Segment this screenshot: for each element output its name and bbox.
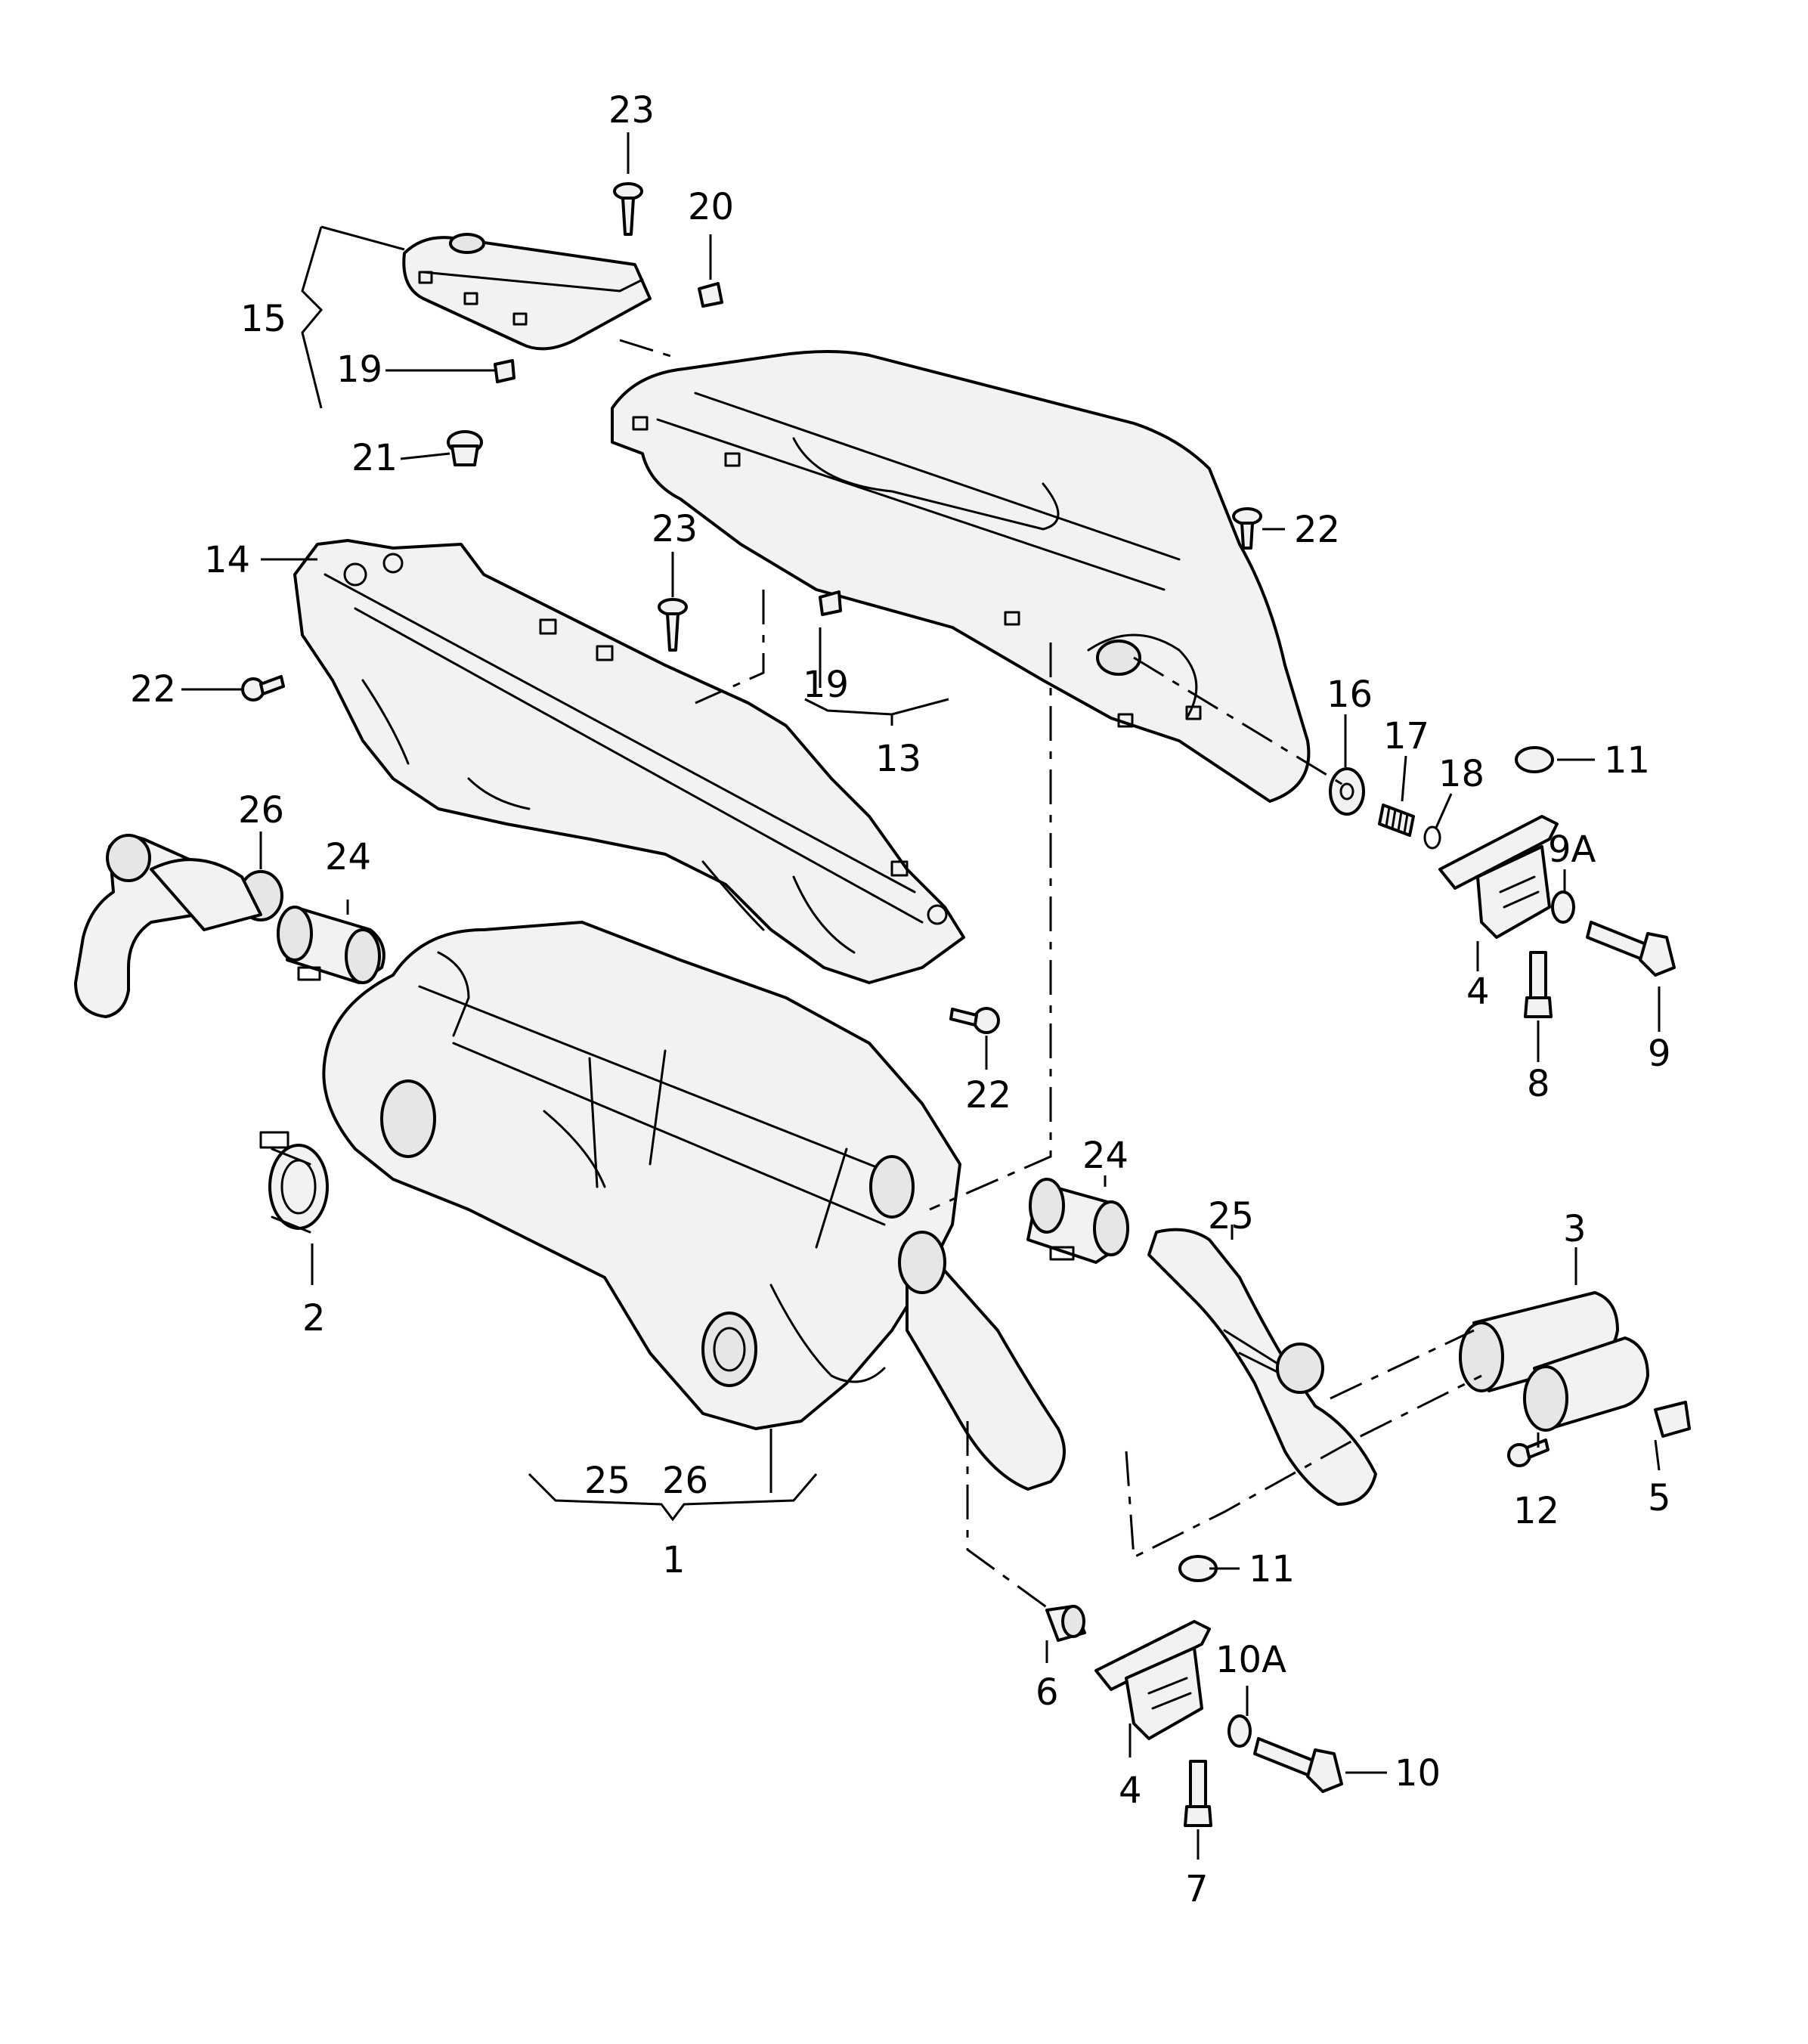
assembly-lines <box>619 339 1482 1612</box>
callout-22-right-lower: 22 <box>965 1074 1011 1116</box>
callout-11-lower: 11 <box>1249 1548 1295 1590</box>
heat-shield-middle-part <box>293 539 965 984</box>
callout-20: 20 <box>688 186 734 228</box>
callout-25-lower: 25 <box>584 1460 630 1502</box>
clip-part <box>1654 1401 1691 1438</box>
spring-part <box>1378 804 1415 837</box>
callout-23-lower: 23 <box>652 508 698 550</box>
mounting-bracket-upper-part <box>1438 746 1559 939</box>
callout-24-upper: 24 <box>325 836 371 878</box>
callout-4-upper: 4 <box>1466 971 1490 1013</box>
callout-22-left: 22 <box>130 668 176 711</box>
clip-nut-20-part <box>698 282 723 308</box>
callout-17: 17 <box>1383 715 1429 757</box>
callout-16: 16 <box>1327 674 1373 716</box>
callout-26-upper: 26 <box>238 789 284 832</box>
clip-nut-19-upper-part <box>494 359 515 383</box>
callout-2: 2 <box>302 1297 326 1339</box>
leader-lines <box>181 132 1661 1860</box>
callout-4-lower: 4 <box>1119 1770 1142 1812</box>
screw-23-upper-part <box>613 182 643 236</box>
screw-12-part <box>1507 1439 1549 1467</box>
screw-22-left-part <box>241 675 285 701</box>
callout-1: 1 <box>662 1539 686 1581</box>
callout-3: 3 <box>1563 1208 1587 1250</box>
callout-15: 15 <box>240 298 286 340</box>
callout-8: 8 <box>1527 1063 1550 1105</box>
screw-23-lower-part <box>658 598 688 652</box>
bolt-10-part <box>1253 1737 1343 1793</box>
callout-10a: 10A <box>1215 1639 1286 1681</box>
callout-9: 9 <box>1648 1033 1671 1075</box>
callout-24-lower: 24 <box>1082 1135 1128 1177</box>
front-pipe-part <box>74 834 283 1018</box>
tailpipe-tips-part <box>1459 1291 1649 1432</box>
callout-10: 10 <box>1395 1752 1441 1795</box>
screw-22-right-upper-part <box>1232 507 1262 550</box>
callout-26-lower: 26 <box>662 1460 708 1502</box>
washer-part <box>1329 767 1365 816</box>
callout-13: 13 <box>875 738 921 780</box>
clamp-lower-part <box>1026 1178 1129 1264</box>
callout-19-lower: 19 <box>803 664 849 706</box>
main-muffler-part <box>322 921 961 1430</box>
callout-22-right-upper: 22 <box>1294 509 1340 551</box>
callout-labels: 23 20 15 19 21 23 22 14 22 19 13 16 17 1… <box>130 89 1671 1910</box>
washer-10a-part <box>1228 1714 1252 1748</box>
callout-25-upper: 25 <box>1208 1195 1254 1237</box>
clip-nut-19-lower-part <box>819 590 842 616</box>
callout-14: 14 <box>204 539 250 581</box>
callout-9a: 9A <box>1548 828 1596 871</box>
callout-6: 6 <box>1036 1671 1059 1714</box>
bolt-9-part <box>1586 921 1676 977</box>
nut-21-part <box>447 430 483 466</box>
tail-pipe-part <box>1147 1228 1377 1506</box>
callout-12: 12 <box>1513 1490 1559 1532</box>
screw-22-right-lower-part <box>949 1007 1000 1034</box>
heat-shield-small-part <box>402 233 652 351</box>
washer-9a-part <box>1551 890 1575 924</box>
clamp-upper-part <box>277 906 385 984</box>
callout-7: 7 <box>1185 1868 1209 1910</box>
muffler-outlet-pipe-part <box>898 1231 1066 1491</box>
bolt-7-part <box>1184 1760 1212 1827</box>
bushing-6-part <box>1045 1605 1086 1642</box>
callout-11-upper: 11 <box>1604 739 1650 782</box>
callout-18: 18 <box>1438 753 1484 795</box>
mounting-bracket-lower-part <box>1094 1555 1218 1740</box>
callout-5: 5 <box>1648 1477 1671 1519</box>
clamp-ring-part <box>259 1131 329 1234</box>
callout-21: 21 <box>351 437 398 479</box>
circlip-part <box>1423 825 1441 850</box>
bolt-8-part <box>1524 951 1553 1018</box>
callout-23-upper: 23 <box>608 89 655 132</box>
callout-19-upper: 19 <box>336 348 382 391</box>
